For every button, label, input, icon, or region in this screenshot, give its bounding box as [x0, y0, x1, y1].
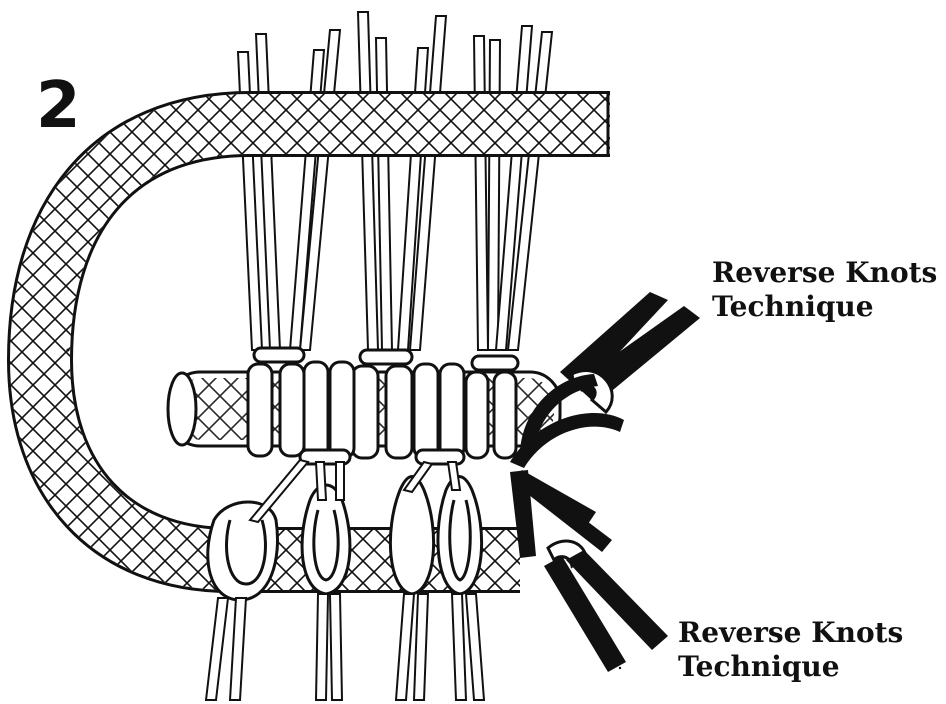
label-line-2: Technique — [678, 650, 903, 684]
label-reverse-knots-top: Reverse Knots Technique — [712, 256, 937, 324]
reverse-knots-bottom — [510, 470, 668, 672]
label-line-1: Reverse Knots — [678, 616, 903, 650]
label-line-1: Reverse Knots — [712, 256, 937, 290]
hanging-cords — [238, 12, 552, 350]
step-number: 2 — [36, 74, 81, 138]
ink-dot — [67, 349, 70, 352]
bottom-cords — [206, 594, 484, 700]
ink-dot — [619, 667, 621, 669]
label-line-2: Technique — [712, 290, 937, 324]
label-reverse-knots-bottom: Reverse Knots Technique — [678, 616, 903, 684]
